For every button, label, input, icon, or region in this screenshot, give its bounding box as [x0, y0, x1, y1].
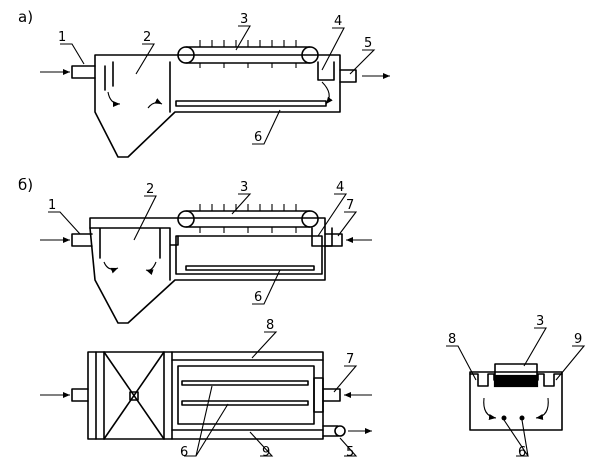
plan-outline: [87, 351, 324, 440]
leader-a-1: [60, 43, 85, 65]
plan-inlet-chamber: [95, 351, 173, 440]
inlet-pipe-a: [40, 65, 96, 79]
hopper-center: [129, 391, 139, 401]
cs-conveyor-belt: [493, 374, 539, 388]
label-p-9: 9: [262, 445, 270, 460]
label-b-3: 3: [240, 180, 248, 195]
plan-view: 8 7 6 9 5: [40, 318, 372, 460]
leader-c-6: [503, 419, 530, 457]
hopper-cross: [103, 351, 165, 440]
plan-aerator-1: [181, 380, 309, 386]
cs-inner-walls: [493, 373, 539, 381]
label-a-4: 4: [334, 14, 342, 29]
flow-arrow-b2: [145, 261, 157, 276]
cross-section: 3 8 9 6: [446, 314, 586, 460]
plan-collector: [313, 377, 324, 413]
label-a-6: 6: [254, 130, 262, 145]
foam-trough-a: [317, 61, 335, 81]
baffle-a: [104, 61, 171, 113]
label-c-3: 3: [536, 314, 544, 329]
leader-b-4: [317, 193, 348, 237]
plan-outlet-5: [322, 425, 372, 437]
label-b-4: 4: [336, 180, 344, 195]
leader-b-1: [48, 211, 81, 235]
label-a-1: 1: [58, 30, 66, 45]
leader-b-6: [252, 269, 281, 305]
cs-aerator-2: [519, 415, 525, 421]
label-c-6: 6: [518, 445, 526, 460]
plan-aerator-2: [181, 400, 309, 406]
leader-p-7: [333, 365, 358, 393]
flow-arrow-a3: [321, 81, 333, 105]
aerator-box-b: [175, 235, 323, 275]
leader-p-5: [339, 437, 358, 457]
label-b-6: 6: [254, 290, 262, 305]
label-p-8: 8: [266, 318, 274, 333]
leader-b-2: [133, 195, 157, 241]
cs-flow-right: [535, 397, 549, 420]
outlet-pipe-a: [339, 69, 390, 83]
label-c-8: 8: [448, 332, 456, 347]
label-c-9: 9: [574, 332, 582, 347]
cs-trough-9: [537, 373, 563, 387]
cs-tank: [469, 371, 563, 431]
flow-arrow-b1: [103, 261, 119, 274]
label-a-5: 5: [364, 36, 372, 51]
label-b-2: 2: [146, 182, 154, 197]
leader-b-7: [337, 211, 358, 237]
flow-arrow-a1: [107, 91, 121, 107]
plan-outlet-7: [322, 388, 372, 402]
leader-a-3: [235, 25, 251, 51]
leader-c-3: [523, 327, 547, 367]
panel-a: а) 1: [18, 8, 390, 158]
baffle-b: [89, 227, 179, 281]
panel-b: б) 1 2: [18, 176, 372, 324]
leader-c-9: [555, 345, 586, 381]
plan-inlet-pipe: [40, 388, 89, 402]
leader-a-2: [135, 43, 155, 75]
aerator-b: [185, 265, 315, 271]
panel-a-letter: а): [18, 8, 33, 26]
label-a-3: 3: [240, 12, 248, 27]
flow-arrow-a2: [147, 98, 163, 109]
leader-p-9: [249, 431, 274, 457]
scraper-conveyor-b: [177, 204, 319, 233]
label-p-5: 5: [346, 445, 354, 460]
label-b-7: 7: [346, 198, 354, 213]
leader-c-8: [446, 345, 477, 381]
cs-aerator-1: [501, 415, 507, 421]
cs-trough-8: [469, 373, 495, 387]
plan-flotation-chamber: [177, 365, 315, 425]
label-p-7: 7: [346, 352, 354, 367]
leader-a-6: [252, 109, 281, 145]
aerator-a: [175, 100, 327, 107]
scraper-conveyor-a: [177, 40, 319, 68]
label-p-6: 6: [180, 445, 188, 460]
cs-flow-left: [483, 397, 497, 420]
tank-a-outline: [94, 54, 341, 158]
inlet-pipe-b: [40, 233, 93, 247]
panel-b-letter: б): [18, 176, 33, 194]
leader-p-8: [251, 331, 278, 359]
label-a-2: 2: [143, 30, 151, 45]
label-b-1: 1: [48, 198, 56, 213]
leader-p-6: [184, 385, 229, 457]
leader-a-5: [349, 49, 376, 75]
leader-b-3: [231, 193, 252, 215]
leader-a-4: [321, 27, 345, 71]
